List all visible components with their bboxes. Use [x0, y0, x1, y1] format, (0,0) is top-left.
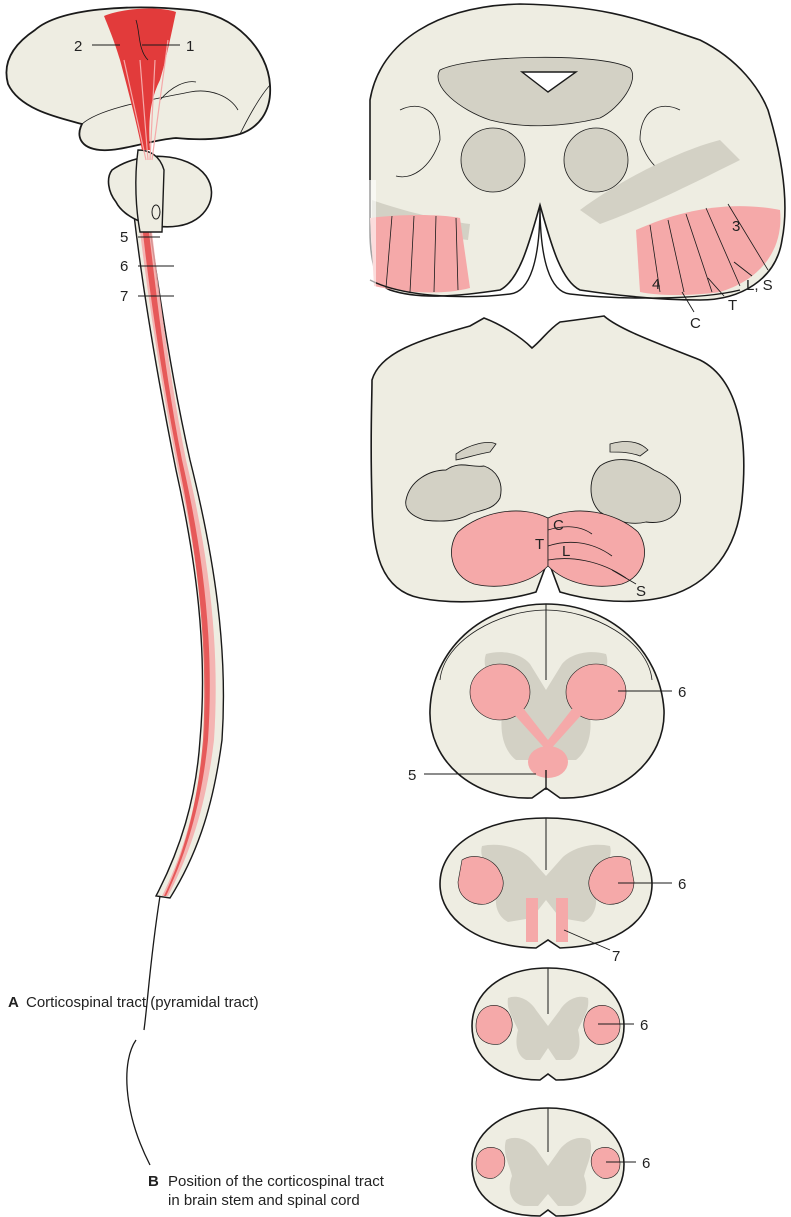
lumbar-tract-right — [584, 1005, 620, 1044]
section-medulla — [371, 316, 744, 602]
label-7: 7 — [120, 288, 128, 305]
thoracic-anterior-left — [526, 898, 538, 942]
thoracic-label-6: 6 — [678, 876, 686, 893]
pons-nucleus-left — [461, 128, 525, 192]
medulla-label-s: S — [636, 583, 646, 600]
medulla-label-t: T — [535, 536, 544, 553]
label-2: 2 — [74, 38, 82, 55]
pons-label-c: C — [690, 315, 701, 332]
pons-label-4: 4 — [652, 276, 660, 293]
cervical-label-6: 6 — [678, 684, 686, 701]
pons-nucleus-right — [564, 128, 628, 192]
pons-label-ls: L, S — [746, 277, 773, 294]
lumbar-label-6: 6 — [640, 1017, 648, 1034]
cervical-anterior — [528, 746, 568, 778]
pons-label-t: T — [728, 297, 737, 314]
caption-a: A Corticospinal tract (pyramidal tract) — [8, 994, 259, 1011]
caption-b-line2: in brain stem and spinal cord — [168, 1192, 360, 1209]
sacral-label-6: 6 — [642, 1155, 650, 1172]
thoracic-anterior-right — [556, 898, 568, 942]
pons-fade — [362, 180, 376, 300]
pons-label-3: 3 — [732, 218, 740, 235]
medulla-label-l: L — [562, 543, 570, 560]
label-1: 1 — [186, 38, 194, 55]
cervical-label-5: 5 — [408, 767, 416, 784]
medulla-label-c: C — [553, 517, 564, 534]
pons-tract-left — [370, 215, 470, 292]
thoracic-label-7: 7 — [612, 948, 620, 965]
section-pons — [362, 4, 785, 300]
label-6: 6 — [120, 258, 128, 275]
section-cervical — [430, 604, 664, 798]
label-5: 5 — [120, 229, 128, 246]
caption-b-letter: B — [148, 1173, 159, 1190]
caption-b: B Position of the corticospinal tract in… — [148, 1173, 385, 1209]
brainstem — [136, 150, 164, 232]
caption-a-text: Corticospinal tract (pyramidal tract) — [26, 994, 259, 1011]
section-sacral — [472, 1108, 624, 1216]
caption-b-line1: Position of the corticospinal tract — [168, 1173, 385, 1190]
spinal-cord — [134, 215, 223, 898]
lumbar-tract-left — [476, 1005, 512, 1044]
panel-a-drawing — [6, 7, 270, 898]
nerve-line — [127, 896, 160, 1165]
olive — [152, 205, 160, 219]
caption-a-letter: A — [8, 994, 19, 1011]
